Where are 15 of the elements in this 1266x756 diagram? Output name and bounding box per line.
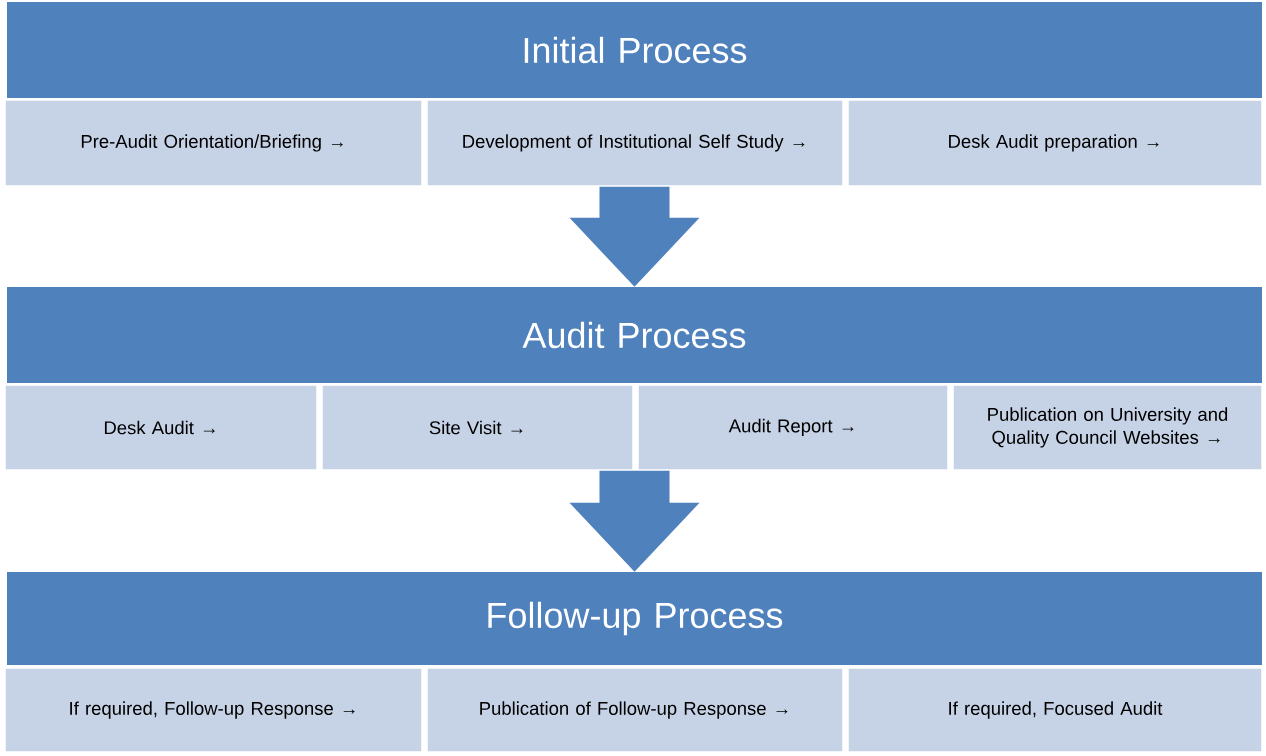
step-box: Publication of Follow-up Response →	[426, 667, 844, 753]
step-box: If required, Follow-up Response →	[4, 667, 423, 753]
phase-header: Initial Process	[7, 2, 1262, 98]
block-arrow	[569, 186, 700, 287]
step-box: Audit Report →	[637, 384, 949, 471]
step-box: Publication on University and Quality Council Websites →	[952, 384, 1263, 471]
step-box: Desk Audit →	[4, 384, 318, 471]
step-box: Desk Audit preparation →	[847, 99, 1263, 187]
step-box: If required, Focused Audit	[847, 667, 1263, 753]
step-box: Pre-Audit Orientation/Briefing →	[4, 99, 423, 187]
block-arrow	[569, 470, 700, 572]
phase-header: Follow-up Process	[7, 572, 1262, 665]
step-box: Development of Institutional Self Study →	[426, 99, 844, 187]
phase-header: Audit Process	[7, 287, 1262, 383]
step-box: Site Visit →	[321, 384, 634, 471]
